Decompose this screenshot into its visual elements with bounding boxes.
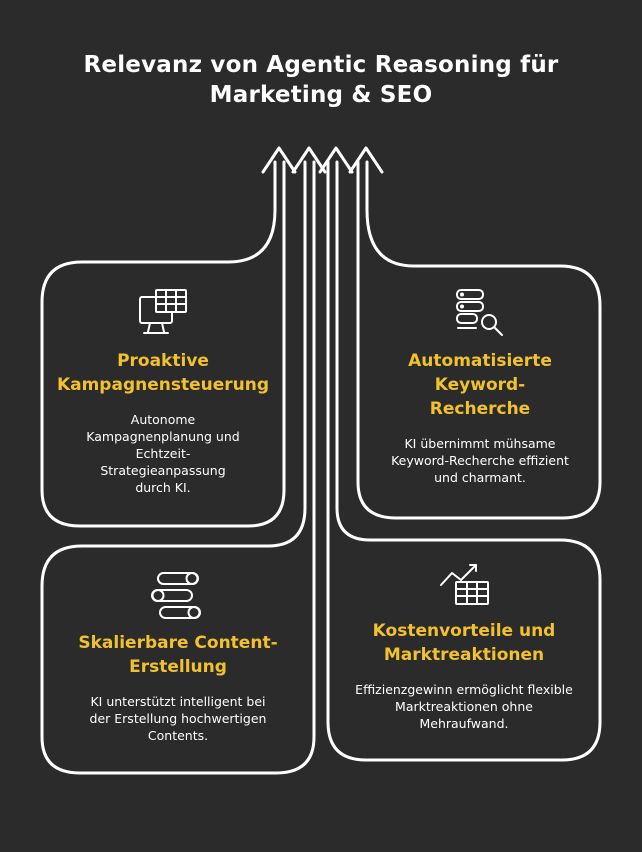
arrow-path-kosten (326, 160, 602, 762)
arrowhead-2 (291, 146, 327, 174)
card-title: Kostenvorteile und Marktreaktionen (372, 621, 556, 665)
arrow-path-keyword (356, 160, 602, 520)
card-description: Autonome Kampagnenplanung und Echtzeit-S… (86, 412, 240, 495)
card-title: Skalierbare Content-Erstellung (78, 633, 278, 677)
arrowhead-3 (318, 146, 354, 174)
card-title: Proaktive Kampagnensteuerung (56, 351, 270, 395)
card-description: Effizienzgewinn ermöglicht flexible Mark… (355, 682, 573, 731)
card-title: Automatisierte Keyword-Recherche (408, 351, 552, 419)
card-description: KI übernimmt mühsame Keyword-Recherche e… (391, 436, 569, 485)
title-line-1: Relevanz von Agentic Reasoning für (83, 52, 559, 78)
card-kosten: Kostenvorteile und Marktreaktionen Effiz… (332, 619, 596, 732)
card-keyword: Automatisierte Keyword-Recherche KI über… (364, 349, 596, 486)
title-line-2: Marketing & SEO (209, 82, 433, 108)
database-search-icon (456, 289, 503, 336)
arrow-path-proaktive (40, 160, 286, 528)
card-proaktive: Proaktive Kampagnensteuerung Autonome Ka… (46, 349, 280, 496)
arrowhead-1 (261, 146, 297, 174)
arrowhead-4 (348, 146, 384, 174)
chart-table-icon (440, 564, 489, 605)
diagram-title: Relevanz von Agentic Reasoning für Marke… (0, 50, 642, 110)
card-description: KI unterstützt intelligent bei der Erste… (89, 694, 267, 743)
monitor-spreadsheet-icon (139, 289, 187, 334)
arrow-path-content (40, 160, 316, 775)
toggle-stack-icon (151, 572, 201, 619)
card-content: Skalierbare Content-Erstellung KI unters… (46, 631, 310, 744)
